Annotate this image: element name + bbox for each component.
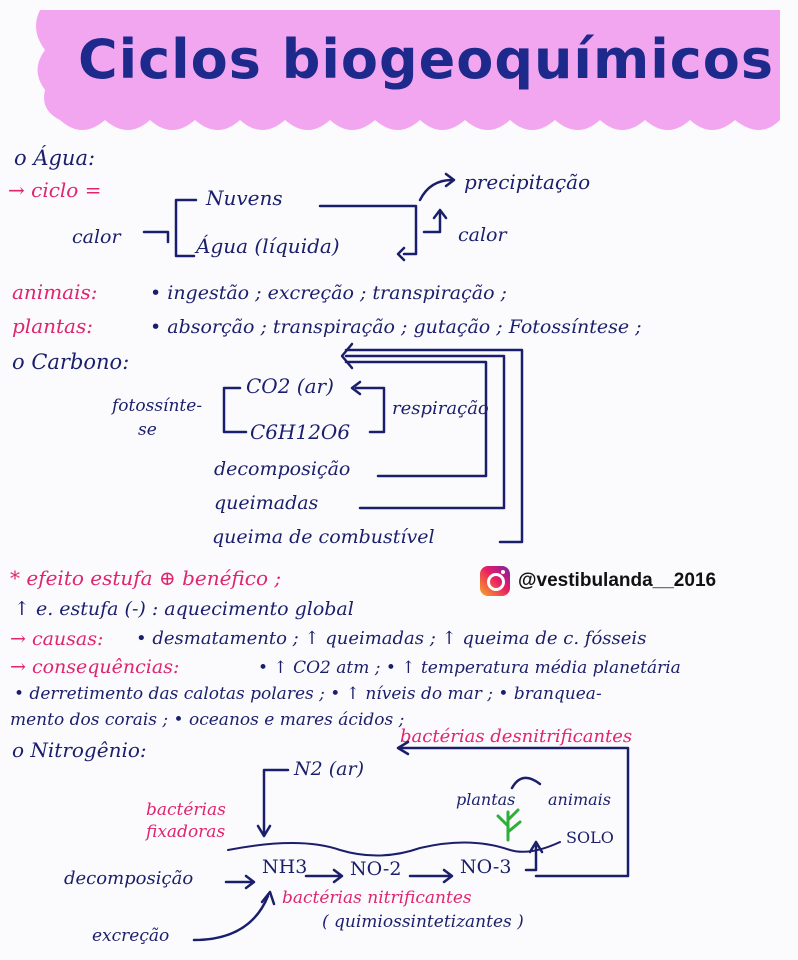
animais-text: • ingestão ; excreção ; transpiração ; xyxy=(150,282,507,304)
carbon-respiration-bracket xyxy=(354,386,386,434)
nitrogenio-heading: o Nitrogênio: xyxy=(12,738,147,762)
queimadas-label: queimadas xyxy=(214,492,319,514)
calor-right-label: calor xyxy=(458,224,507,246)
combustivel-label: queima de combustível xyxy=(212,526,435,548)
no3-uptake-line xyxy=(524,844,538,872)
excrecao-n-label: excreção xyxy=(92,926,170,946)
decomposicao-carbono-label: decomposição xyxy=(214,458,351,480)
consequencias-label: → consequências: xyxy=(10,656,180,678)
instagram-watermark: @vestibulanda__2016 xyxy=(480,566,716,596)
plantas-n-label: plantas xyxy=(456,790,516,809)
precipitacao-label: precipitação xyxy=(464,170,591,194)
denitrification-line xyxy=(398,746,630,878)
fotossintese-label-2: se xyxy=(138,420,157,440)
carbono-heading: o Carbono: xyxy=(12,350,130,374)
nh3-label: NH3 xyxy=(262,856,308,878)
plant-sprout-icon xyxy=(496,808,522,842)
no2-to-no3-arrow xyxy=(408,868,454,884)
glicose-label: C6H12O6 xyxy=(250,420,351,444)
nh3-to-no2-arrow xyxy=(304,868,344,884)
denitrification-arrowhead xyxy=(396,740,410,756)
solo-label: SOLO xyxy=(566,828,614,847)
soil-line xyxy=(227,841,561,857)
precipitacao-arrowhead xyxy=(444,172,456,188)
decomposition-to-nh3-arrow xyxy=(224,874,256,890)
desnitrificantes-label: bactérias desnitrificantes xyxy=(400,726,633,747)
consequencias-text: • ↑ CO2 atm ; • ↑ temperatura média plan… xyxy=(258,658,681,678)
causas-label: → causas: xyxy=(10,628,104,650)
water-calor-up xyxy=(422,210,442,234)
animais-n-label: animais xyxy=(548,790,611,809)
carbon-photosynthesis-bracket xyxy=(222,386,248,434)
excretion-to-nh3-curve xyxy=(192,894,270,942)
co2-label: CO2 (ar) xyxy=(246,374,334,398)
water-return-arrowhead xyxy=(396,246,406,262)
no3-uptake-arrowhead xyxy=(528,840,544,854)
banner-shape xyxy=(36,10,780,130)
carbon-queimadas-loop xyxy=(344,354,506,510)
efeito-heading: * efeito estufa ⊕ benéfico ; xyxy=(10,566,282,590)
animais-label: animais: xyxy=(12,280,98,304)
quimio-label: ( quimiossintetizantes ) xyxy=(322,912,524,932)
instagram-icon xyxy=(480,566,510,596)
ciclo-label: → ciclo = xyxy=(8,178,102,202)
page-title: Ciclos biogeoquímicos xyxy=(78,28,774,91)
no3-label: NO-3 xyxy=(460,856,512,878)
n2-label: N2 (ar) xyxy=(294,758,364,780)
plantas-animais-arrow xyxy=(510,776,542,790)
water-calor-arrowhead xyxy=(432,208,448,220)
fixadoras-label-2: fixadoras xyxy=(146,822,226,842)
plantas-text: • absorção ; transpiração ; gutação ; Fo… xyxy=(150,316,642,338)
efeito-line-cont1: • derretimento das calotas polares ; • ↑… xyxy=(14,684,602,704)
water-return-line xyxy=(318,204,418,256)
causas-text: • desmatamento ; ↑ queimadas ; ↑ queima … xyxy=(136,628,647,649)
efeito-line-cont2: mento dos corais ; • oceanos e mares áci… xyxy=(10,710,405,730)
n2-fixation-arrowhead xyxy=(256,824,272,838)
carbon-loop-arrowhead xyxy=(340,342,354,370)
precipitacao-curve xyxy=(418,178,454,202)
nuvens-label: Nuvens xyxy=(206,186,283,210)
carbon-combustivel-loop xyxy=(344,348,524,544)
excretion-arrowhead xyxy=(260,890,276,906)
respiracao-label: respiração xyxy=(392,398,489,419)
agua-liquida-label: Água (líquida) xyxy=(196,234,340,258)
fixadoras-label-1: bactérias xyxy=(146,800,226,820)
efeito-line1: ↑ e. estufa (-) : aquecimento global xyxy=(14,598,354,620)
water-calor-link xyxy=(142,230,170,244)
calor-left-label: calor xyxy=(72,226,121,248)
water-bracket xyxy=(174,198,198,258)
carbon-co2-arrowhead xyxy=(350,380,362,396)
decomposicao-n-label: decomposição xyxy=(64,868,194,889)
agua-heading: o Água: xyxy=(14,146,96,170)
instagram-handle: @vestibulanda__2016 xyxy=(518,570,717,591)
plantas-label: plantas: xyxy=(12,314,93,338)
nitrificantes-label: bactérias nitrificantes xyxy=(282,888,472,908)
no2-label: NO-2 xyxy=(350,858,402,880)
n2-fixation-line xyxy=(262,768,290,836)
fotossintese-label-1: fotossínte- xyxy=(112,396,203,416)
carbon-decomposition-loop xyxy=(344,360,488,478)
